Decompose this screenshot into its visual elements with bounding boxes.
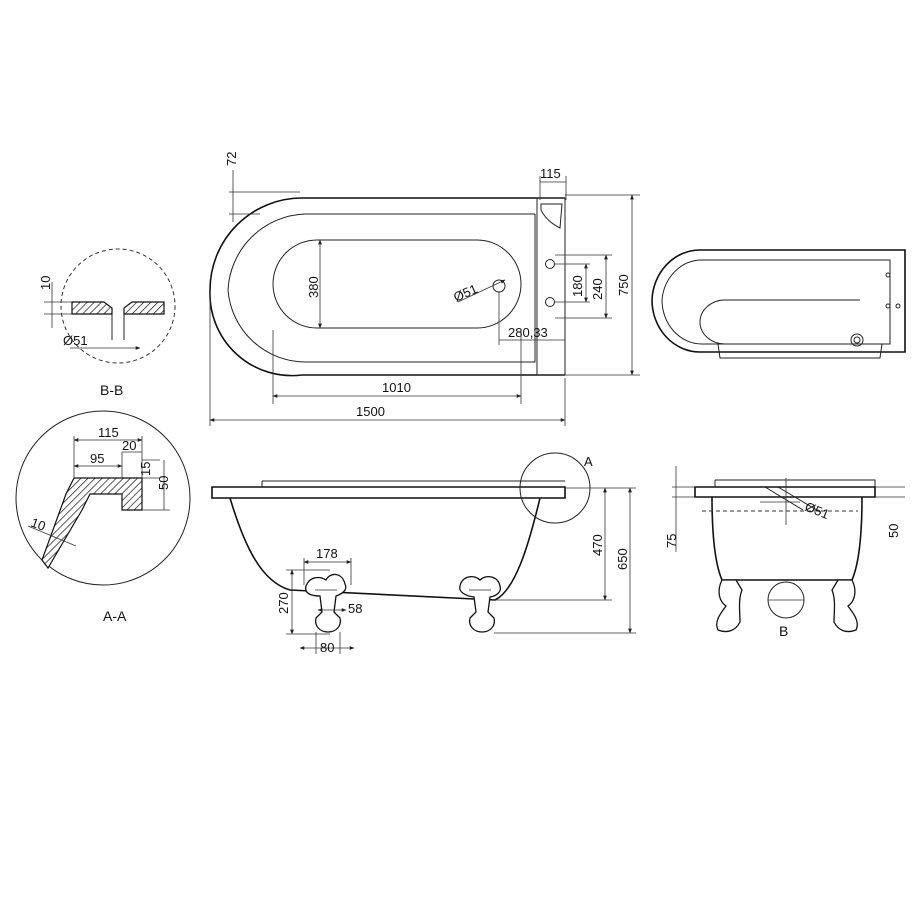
dim-end-rim: 75 <box>664 534 679 548</box>
dim-aa-height: 50 <box>156 476 171 490</box>
plan-tap-hole-1 <box>545 259 555 269</box>
dim-aa-step: 15 <box>138 462 153 476</box>
dim-aa-rim: 115 <box>98 425 119 440</box>
dim-end-edge: 50 <box>886 524 901 538</box>
claw-foot-right <box>459 575 502 633</box>
dim-aa-inner: 95 <box>90 451 104 466</box>
dim-aa-lip: 20 <box>122 438 136 453</box>
bb-detail-circle <box>60 248 176 364</box>
dim-foot-base: 80 <box>320 640 334 655</box>
plan-tap-panel <box>536 197 566 376</box>
side-body <box>229 497 541 601</box>
dim-total-width: 750 <box>616 274 631 296</box>
end-elevation: Ø51 75 50 B <box>664 466 905 639</box>
side-elevation: A 178 270 58 80 470 650 <box>211 452 636 655</box>
side-rim <box>211 486 566 499</box>
dim-waste-diameter: Ø51 <box>451 281 480 305</box>
dim-total-height: 650 <box>615 548 630 570</box>
dim-waste-offset: 280,33 <box>508 325 548 340</box>
bb-hatch-left <box>71 301 113 315</box>
aa-hatch-profile <box>41 477 143 570</box>
plan-view: 72 115 750 240 180 380 Ø51 280,33 <box>209 152 640 426</box>
section-aa-label: A-A <box>103 608 127 624</box>
end-claw-foot-left <box>716 579 743 633</box>
plan-overflow <box>540 203 563 229</box>
perspective-view <box>651 249 906 359</box>
end-claw-foot-right <box>831 579 858 633</box>
dim-tap-spacing: 180 <box>570 275 585 297</box>
section-aa-detail: 115 20 95 15 50 10 A-A <box>15 410 191 624</box>
plan-basin <box>272 239 522 329</box>
perspective-waste <box>850 333 864 347</box>
dim-inner-length: 1010 <box>382 380 411 395</box>
dim-aa-wall: 10 <box>29 515 48 534</box>
dim-inner-depth: 470 <box>590 534 605 556</box>
plan-waste-hole <box>492 279 506 293</box>
dim-end-diameter: Ø51 <box>803 499 831 522</box>
dim-bb-diameter: Ø51 <box>63 333 88 348</box>
dim-foot-height: 270 <box>276 592 291 614</box>
section-bb-detail: 10 Ø51 B-B <box>38 248 176 398</box>
end-rim <box>694 486 876 498</box>
dim-inner-width: 380 <box>306 276 321 298</box>
dim-overflow-width: 115 <box>540 166 561 181</box>
dim-total-length: 1500 <box>356 404 385 419</box>
claw-foot-left <box>305 573 347 633</box>
detail-a-label: A <box>584 454 593 469</box>
section-bb-label: B-B <box>100 382 123 398</box>
detail-b-label: B <box>779 623 788 639</box>
end-body <box>711 496 863 581</box>
aa-detail-circle <box>15 410 191 586</box>
bb-hatch-right <box>123 301 165 315</box>
dim-foot-neck: 58 <box>348 601 362 616</box>
perspective-outer <box>651 249 906 353</box>
perspective-basin <box>699 299 860 345</box>
plan-tap-hole-2 <box>545 297 555 307</box>
dim-top-offset: 72 <box>224 152 239 166</box>
dim-bb-height: 10 <box>38 276 53 290</box>
dim-tap-panel: 240 <box>590 278 605 300</box>
plan-rim-inner <box>227 213 536 363</box>
dim-foot-width: 178 <box>316 546 338 561</box>
